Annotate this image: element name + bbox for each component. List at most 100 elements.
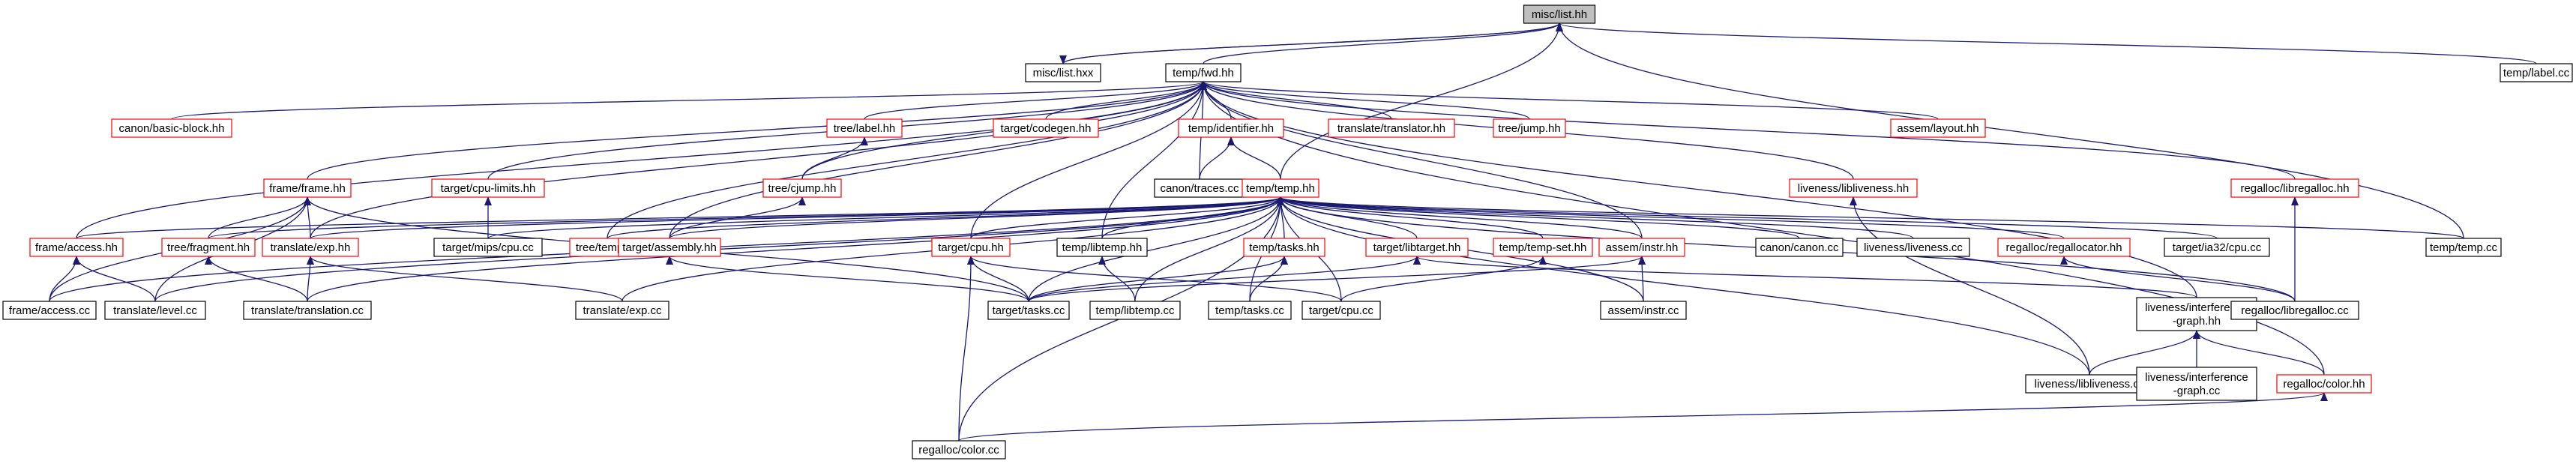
node-target-ia32-cpu-cc[interactable]: target/ia32/cpu.cc [2164,238,2270,257]
node-box[interactable] [993,118,1099,138]
node-box[interactable] [1242,178,1319,198]
node-box[interactable] [1243,238,1325,257]
node-box[interactable] [263,178,352,198]
node-box[interactable] [762,178,842,198]
node-box[interactable] [433,238,543,257]
node-translate-translator-hh[interactable]: translate/translator.hh [1328,118,1455,138]
node-temp-libtemp-cc[interactable]: temp/libtemp.cc [1089,301,1181,320]
node-liveness-liveness-cc[interactable]: liveness/liveness.cc [1856,238,1970,257]
node-box[interactable] [2,301,97,320]
node-box[interactable] [29,238,124,257]
node-box[interactable] [1056,238,1148,257]
node-liveness-libliveness-hh[interactable]: liveness/libliveness.hh [1789,178,1918,198]
node-regalloc-color-cc[interactable]: regalloc/color.cc [912,440,1006,460]
node-temp-label-cc[interactable]: temp/label.cc [2500,63,2573,82]
node-temp-tasks-cc[interactable]: temp/tasks.cc [1208,301,1292,320]
node-box[interactable] [1523,4,1596,24]
node-box[interactable] [1165,63,1242,82]
node-box[interactable] [1025,63,1101,82]
node-box[interactable] [1890,118,1986,138]
node-regalloc-regallocator-hh[interactable]: regalloc/regallocator.hh [1997,238,2131,257]
node-box[interactable] [912,440,1006,460]
node-box[interactable] [2136,367,2257,401]
node-target-cpu-hh[interactable]: target/cpu.hh [931,238,1011,257]
node-misc-list-hxx[interactable]: misc/list.hxx [1025,63,1101,82]
node-box[interactable] [1301,301,1381,320]
node-box[interactable] [262,238,359,257]
node-box[interactable] [2025,374,2154,394]
node-box[interactable] [1208,301,1292,320]
node-box[interactable] [1089,301,1181,320]
node-canon-canon-cc[interactable]: canon/canon.cc [1755,238,1844,257]
node-box[interactable] [2164,238,2270,257]
node-target-assembly-hh[interactable]: target/assembly.hh [618,238,721,257]
node-canon-basic-block-hh[interactable]: canon/basic-block.hh [111,118,232,138]
node-box[interactable] [618,238,721,257]
node-liveness-libliveness-cc[interactable]: liveness/libliveness.cc [2025,374,2154,394]
node-temp-identifier-hh[interactable]: temp/identifier.hh [1178,118,1284,138]
node-box[interactable] [1997,238,2131,257]
node-box[interactable] [987,301,1070,320]
node-temp-libtemp-hh[interactable]: temp/libtemp.hh [1056,238,1148,257]
node-box[interactable] [1755,238,1844,257]
node-target-mips-cpu-cc[interactable]: target/mips/cpu.cc [433,238,543,257]
node-box[interactable] [1178,118,1284,138]
node-liveness-interference-graph-hh[interactable]: liveness/interference-graph.hh [2136,297,2257,331]
node-liveness-interference-graph-cc[interactable]: liveness/interference-graph.cc [2136,367,2257,401]
node-regalloc-color-hh[interactable]: regalloc/color.hh [2276,374,2372,394]
node-box[interactable] [1600,301,1687,320]
node-temp-tasks-hh[interactable]: temp/tasks.hh [1243,238,1325,257]
node-label: translate/translator.hh [1337,122,1445,135]
node-translate-exp-cc[interactable]: translate/exp.cc [575,301,669,320]
node-box[interactable] [1789,178,1918,198]
node-regalloc-libregalloc-cc[interactable]: regalloc/libregalloc.cc [2230,301,2359,320]
node-box[interactable] [1493,118,1566,138]
node-box[interactable] [826,118,903,138]
node-target-cpu-cc[interactable]: target/cpu.cc [1301,301,1381,320]
node-target-tasks-cc[interactable]: target/tasks.cc [987,301,1070,320]
node-translate-exp-hh[interactable]: translate/exp.hh [262,238,359,257]
node-translate-level-cc[interactable]: translate/level.cc [104,301,206,320]
node-box[interactable] [1598,238,1685,257]
node-box[interactable] [1328,118,1455,138]
node-box[interactable] [431,178,545,198]
node-box[interactable] [1365,238,1469,257]
node-box[interactable] [111,118,232,138]
node-box[interactable] [2500,63,2573,82]
node-frame-access-cc[interactable]: frame/access.cc [2,301,97,320]
node-regalloc-libregalloc-hh[interactable]: regalloc/libregalloc.hh [2230,178,2359,198]
node-box[interactable] [931,238,1011,257]
node-box[interactable] [104,301,206,320]
node-box[interactable] [2425,238,2502,257]
node-box[interactable] [2230,301,2359,320]
node-temp-temp-set-hh[interactable]: temp/temp-set.hh [1493,238,1593,257]
node-temp-fwd-hh[interactable]: temp/fwd.hh [1165,63,1242,82]
node-box[interactable] [243,301,372,320]
node-translate-translation-cc[interactable]: translate/translation.cc [243,301,372,320]
node-tree-cjump-hh[interactable]: tree/cjump.hh [762,178,842,198]
node-canon-traces-cc[interactable]: canon/traces.cc [1154,178,1245,198]
node-assem-instr-hh[interactable]: assem/instr.hh [1598,238,1685,257]
node-box[interactable] [1154,178,1245,198]
node-box[interactable] [1856,238,1970,257]
node-tree-jump-hh[interactable]: tree/jump.hh [1493,118,1566,138]
node-box[interactable] [161,238,256,257]
node-target-codegen-hh[interactable]: target/codegen.hh [993,118,1099,138]
node-assem-layout-hh[interactable]: assem/layout.hh [1890,118,1986,138]
node-assem-instr-cc[interactable]: assem/instr.cc [1600,301,1687,320]
node-target-cpu-limits-hh[interactable]: target/cpu-limits.hh [431,178,545,198]
node-tree-fragment-hh[interactable]: tree/fragment.hh [161,238,256,257]
edge-liveness_liveness_cc-to-temp_temp_hh [1277,196,1914,239]
node-frame-frame-hh[interactable]: frame/frame.hh [263,178,352,198]
node-temp-temp-cc[interactable]: temp/temp.cc [2425,238,2502,257]
node-target-libtarget-hh[interactable]: target/libtarget.hh [1365,238,1469,257]
node-tree-label-hh[interactable]: tree/label.hh [826,118,903,138]
node-temp-temp-hh[interactable]: temp/temp.hh [1242,178,1319,198]
node-box[interactable] [2276,374,2372,394]
node-box[interactable] [575,301,669,320]
node-misc-list-hh[interactable]: misc/list.hh [1523,4,1596,24]
node-box[interactable] [2230,178,2359,198]
node-box[interactable] [1493,238,1593,257]
node-frame-access-hh[interactable]: frame/access.hh [29,238,124,257]
edge-tree_temp_hh-to-temp_temp_hh [607,196,1284,239]
